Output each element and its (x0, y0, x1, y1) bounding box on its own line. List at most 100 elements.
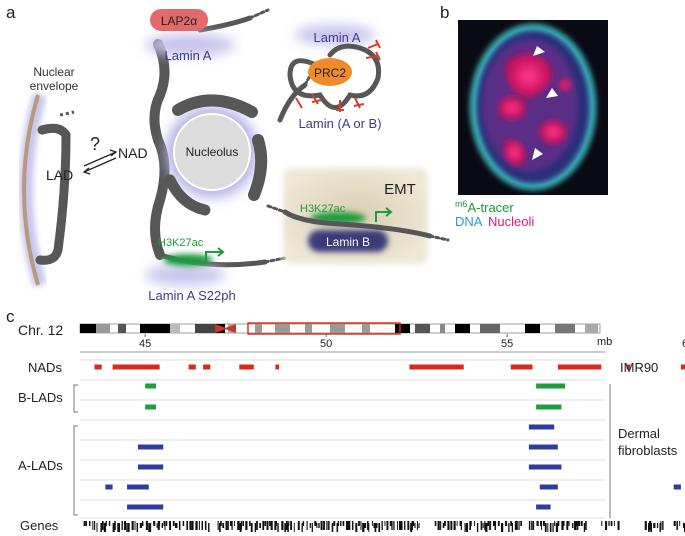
gene-mark (465, 523, 468, 532)
gene-mark (164, 521, 166, 530)
ideogram-band (455, 324, 470, 333)
gene-mark (400, 521, 403, 530)
gene-mark (450, 521, 453, 530)
gene-mark (410, 523, 413, 532)
lad-label: LAD (46, 167, 73, 183)
gene-mark (309, 523, 311, 528)
gene-mark (314, 521, 317, 526)
gene-mark (617, 521, 620, 530)
gene-mark (351, 521, 354, 530)
gene-mark (169, 521, 172, 530)
gene-mark (145, 521, 148, 530)
h3k27me3-marks (295, 39, 381, 112)
gene-mark (532, 521, 535, 530)
row-label-blads: B-LADs (18, 390, 63, 405)
gene-mark (83, 521, 86, 526)
gene-mark (178, 521, 181, 530)
gene-mark (368, 523, 370, 532)
gene-mark (126, 523, 128, 532)
gene-mark (318, 523, 320, 528)
gene-mark (121, 521, 123, 530)
gene-mark (101, 521, 104, 530)
gene-mark (270, 521, 273, 530)
gene-mark (414, 523, 416, 528)
nads-track-segment (239, 364, 254, 370)
ideogram-band (195, 324, 215, 333)
gene-mark (238, 521, 240, 530)
gene-mark (103, 523, 107, 532)
gene-mark (412, 521, 415, 526)
gene-mark (660, 521, 662, 530)
gene-mark (85, 521, 87, 526)
alads-track-4-segment (539, 484, 558, 490)
row-label-genes: Genes (20, 518, 59, 533)
gene-mark (456, 521, 458, 526)
lad-chromatin (35, 110, 75, 265)
ideogram-band (305, 324, 312, 333)
gene-mark (320, 521, 323, 530)
dna-legend: DNA (455, 214, 483, 229)
row-label-nads: NADs (28, 360, 62, 375)
gene-mark (254, 523, 257, 532)
gene-mark (662, 521, 664, 530)
gene-mark (547, 523, 549, 532)
gene-mark (683, 523, 685, 528)
gene-mark (186, 521, 188, 530)
gene-mark (191, 521, 194, 530)
emt-label: EMT (384, 181, 416, 198)
gene-mark (566, 521, 569, 530)
gene-mark (259, 523, 261, 528)
gene-mark (198, 521, 200, 530)
gene-mark (648, 523, 650, 532)
transcription-arrow-bottom (205, 247, 225, 262)
ideogram-band (480, 324, 500, 333)
nuclear-envelope-label-2: envelope (30, 79, 79, 93)
gene-mark (94, 521, 96, 530)
gene-mark (266, 521, 269, 530)
genome-tracks (83, 364, 685, 532)
lamin-a-s22ph-halo (145, 265, 225, 285)
gene-mark (256, 521, 258, 530)
tick-label: 55 (501, 338, 513, 350)
gene-mark (201, 521, 204, 530)
gene-mark (323, 521, 325, 530)
gene-mark (284, 523, 286, 532)
gene-mark (225, 521, 228, 530)
ideogram-band (118, 324, 126, 333)
gene-mark (262, 521, 265, 530)
panel-b-label: b (440, 3, 449, 22)
gene-mark (374, 523, 377, 532)
microscopy-image (458, 20, 608, 195)
gene-mark (96, 523, 98, 532)
gene-mark (510, 521, 512, 526)
gene-mark (355, 523, 358, 532)
gene-mark (290, 521, 293, 530)
alads-track-5-segment (127, 504, 164, 510)
gene-mark (378, 523, 381, 532)
gene-mark (644, 521, 647, 530)
gene-mark (163, 521, 165, 526)
gene-mark (118, 523, 121, 532)
gene-mark (399, 521, 402, 530)
gene-mark (176, 523, 178, 528)
dermal-label-2: fibroblasts (618, 443, 678, 458)
nads-track-segment (557, 364, 602, 370)
lap2a-label: LAP2α (161, 14, 197, 28)
prc2-protein (308, 58, 352, 86)
gene-mark (189, 521, 192, 530)
gene-mark (100, 523, 102, 532)
h3k27ac-right-label: H3K27ac (300, 203, 346, 215)
nads-track-segment (510, 364, 533, 370)
transcription-arrow-right (375, 207, 393, 222)
gene-mark (459, 521, 462, 526)
gene-mark (531, 521, 533, 530)
gene-mark (328, 521, 330, 530)
gene-mark (229, 521, 232, 526)
gene-mark (195, 521, 198, 530)
gene-mark (676, 521, 678, 530)
gene-mark (576, 521, 579, 530)
nucleolus (164, 94, 268, 216)
gene-mark (562, 521, 565, 526)
nads-track-segment (626, 364, 631, 370)
gene-mark (480, 521, 483, 530)
